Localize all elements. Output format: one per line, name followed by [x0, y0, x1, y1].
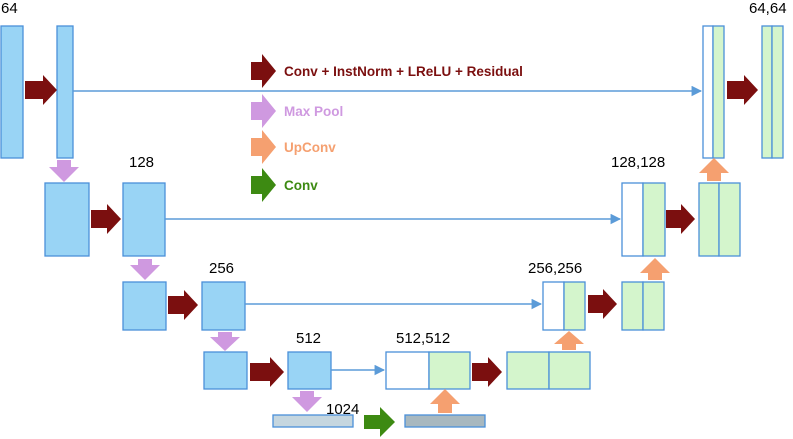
dec4-skip-half [385, 351, 430, 390]
legend-upconv-label: UpConv [284, 140, 336, 155]
conv-block-arrow-enc3 [168, 290, 198, 320]
dec2-skip-half [621, 182, 644, 257]
upconv-arrow-4 [430, 389, 460, 413]
legend: Conv + InstNorm + LReLU + Residual Max P… [251, 54, 523, 202]
upconv-arrow-2 [640, 258, 670, 280]
legend-max-pool-label: Max Pool [284, 104, 343, 119]
conv-block-arrow-enc4 [250, 357, 284, 387]
enc4-pooled-block [203, 351, 248, 390]
legend-conv-block-label: Conv + InstNorm + LReLU + Residual [284, 64, 523, 79]
enc2-pooled-block [44, 182, 90, 257]
conv-block-arrow-dec4 [472, 357, 502, 387]
dec1-label: 64,64 [749, 0, 787, 17]
legend-max-pool-arrow [251, 94, 276, 128]
enc4-conv-block [287, 351, 332, 390]
dec3-label: 256,256 [528, 260, 582, 277]
enc3-label: 256 [209, 260, 234, 277]
dec4-conv-right [548, 351, 591, 390]
bottleneck-block [272, 414, 354, 428]
dec4-label: 512,512 [396, 330, 450, 347]
dec2-conv-right [718, 182, 741, 257]
enc3-conv-block [201, 281, 246, 331]
enc1-label: 64 [1, 0, 18, 17]
dec3-skip-half [542, 281, 565, 331]
upconv-arrow-1 [699, 158, 729, 181]
dec2-label: 128,128 [611, 154, 665, 171]
dec1-conv-right [771, 25, 784, 159]
conv-block-arrow-dec3 [588, 289, 617, 319]
bottleneck-label: 1024 [326, 401, 359, 418]
conv-block-arrow-enc1 [25, 75, 57, 105]
dec1-conv-left [761, 25, 773, 159]
enc4-label: 512 [296, 330, 321, 347]
dec2-up-half [642, 182, 666, 257]
legend-conv-arrow [251, 168, 276, 202]
conv-arrow-bottleneck [364, 407, 395, 437]
dec4-conv-left [506, 351, 550, 390]
enc1-input-block [0, 25, 24, 159]
dec2-conv-left [698, 182, 720, 257]
conv-block-arrow-dec2 [666, 204, 695, 234]
conv-block-arrow-dec1 [727, 75, 758, 105]
dec3-up-half [563, 281, 586, 331]
dec1-skip-half [702, 25, 714, 159]
enc1-conv-block [56, 25, 74, 159]
legend-conv-label: Conv [284, 178, 318, 193]
dec4-up-half [428, 351, 471, 390]
legend-upconv-arrow [251, 130, 276, 164]
max-pool-arrow-2 [130, 259, 160, 280]
bottleneck-conv-block [404, 414, 486, 428]
dec1-up-half [712, 25, 725, 159]
conv-block-arrow-enc2 [91, 204, 121, 234]
max-pool-arrow-4 [292, 391, 322, 412]
dec3-conv-right [642, 281, 665, 331]
upconv-arrow-3 [554, 331, 584, 350]
max-pool-arrow-1 [49, 160, 79, 182]
legend-conv-block-arrow [251, 54, 276, 88]
enc2-label: 128 [129, 154, 154, 171]
max-pool-arrow-3 [210, 332, 240, 351]
enc3-pooled-block [122, 281, 167, 331]
dec3-conv-left [621, 281, 644, 331]
enc2-conv-block [122, 182, 166, 257]
